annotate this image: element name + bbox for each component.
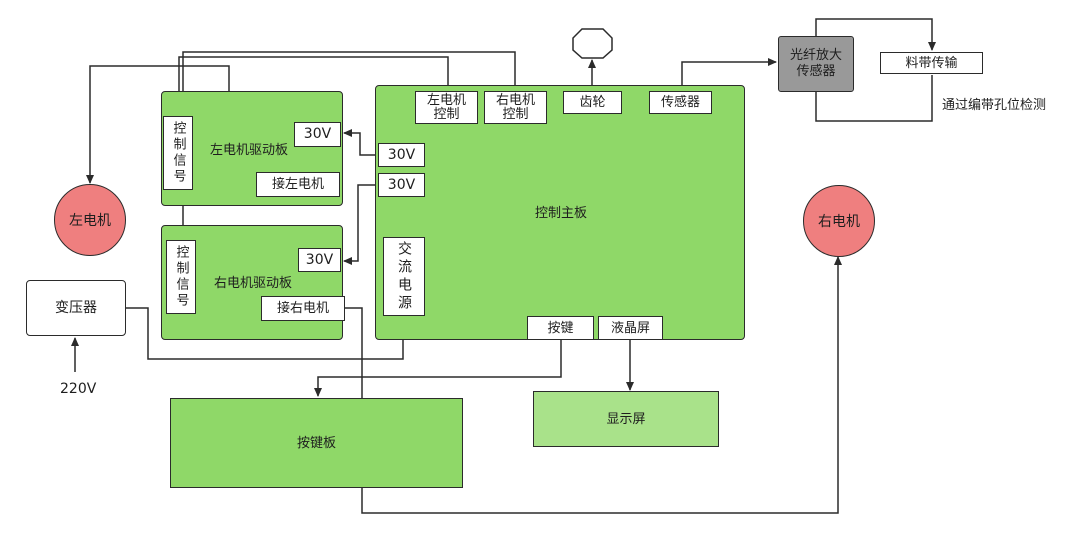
connect-left-motor: 接左电机 bbox=[256, 172, 340, 197]
wire-transformer-ac bbox=[126, 307, 407, 360]
main-30v-a: 30V bbox=[378, 143, 425, 167]
gear-octagon bbox=[572, 28, 613, 59]
main-control-board bbox=[375, 85, 745, 340]
wire-right-motor bbox=[345, 256, 842, 514]
wire-sensor bbox=[681, 58, 777, 92]
right-motor: 右电机 bbox=[803, 185, 875, 257]
tape-transfer-box: 料带传输 bbox=[880, 52, 983, 74]
sensor-box: 传感器 bbox=[649, 91, 712, 114]
fiber-amplifier-sensor: 光纤放大 传感器 bbox=[778, 36, 854, 92]
left-motor-control: 左电机 控制 bbox=[415, 91, 478, 124]
right-driver-label: 右电机驱动板 bbox=[214, 276, 293, 291]
left-driver-30v: 30V bbox=[294, 122, 341, 147]
right-driver-30v: 30V bbox=[298, 248, 341, 272]
gear-box: 齿轮 bbox=[563, 91, 622, 114]
input-voltage-label: 220V bbox=[60, 381, 97, 397]
left-ctrl-signal-box: 控制信号 bbox=[163, 116, 193, 190]
wire-tape-fiber bbox=[815, 75, 933, 122]
tape-note-label: 通过编带孔位检测 bbox=[942, 98, 1047, 113]
connect-right-motor: 接右电机 bbox=[261, 296, 345, 321]
key-box: 按键 bbox=[527, 316, 594, 340]
keypad-board: 按键板 bbox=[170, 398, 463, 488]
left-driver-label: 左电机驱动板 bbox=[210, 143, 289, 158]
left-motor: 左电机 bbox=[54, 184, 126, 256]
left-ctrl-signal-text: 控制信号 bbox=[170, 121, 186, 185]
main-30v-b: 30V bbox=[378, 173, 425, 197]
main-board-label: 控制主板 bbox=[535, 206, 588, 221]
transformer-box: 变压器 bbox=[26, 280, 126, 336]
lcd-box: 液晶屏 bbox=[598, 316, 663, 340]
ac-power-box: 交流电源 bbox=[383, 237, 425, 316]
wire-key-keypad bbox=[314, 340, 562, 397]
right-motor-control: 右电机 控制 bbox=[484, 91, 547, 124]
wire-30v-left bbox=[343, 129, 378, 156]
right-ctrl-signal-box: 控制信号 bbox=[166, 240, 196, 314]
right-ctrl-signal-text: 控制信号 bbox=[173, 245, 189, 309]
wire-fiber-tape bbox=[815, 18, 936, 51]
ac-power-text: 交流电源 bbox=[396, 240, 412, 313]
display-screen: 显示屏 bbox=[533, 391, 719, 447]
wire-30v-right bbox=[343, 184, 378, 265]
wire-left-ctrl bbox=[175, 56, 449, 113]
